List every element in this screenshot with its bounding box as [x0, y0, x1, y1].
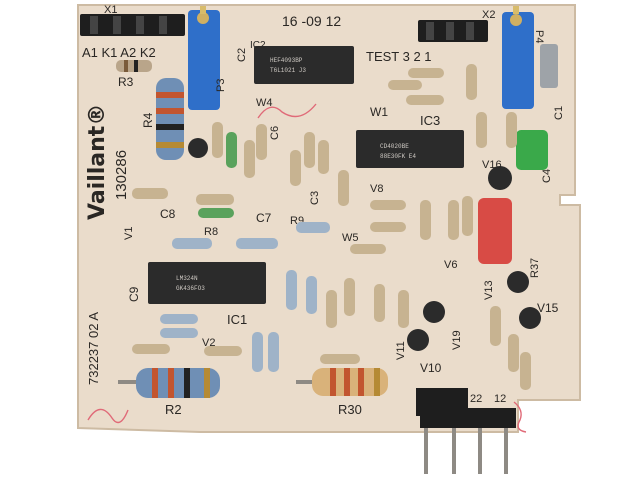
resistor-r4 [156, 78, 184, 160]
capacitor-c4 [516, 130, 548, 170]
label-r30: R30 [338, 402, 362, 417]
label-ic1: IC1 [227, 312, 247, 327]
label-w1: W1 [370, 105, 388, 119]
label-r37: R37 [529, 258, 541, 278]
header-x1 [80, 14, 185, 36]
label-c4: C4 [541, 169, 553, 183]
trimmer-p4 [502, 6, 534, 109]
label-v1: V1 [123, 227, 135, 240]
label-v6: V6 [444, 259, 457, 271]
label-c6: C6 [269, 126, 281, 140]
svg-text:GK436FO3: GK436FO3 [176, 285, 205, 292]
label-ic2: IC2 [250, 40, 266, 51]
label-v11: V11 [395, 341, 407, 360]
label-c2: C2 [236, 48, 248, 62]
small-resistors [132, 64, 531, 390]
label-x1: X1 [104, 4, 117, 16]
transistor-v11 [407, 329, 429, 351]
label-v19: V19 [451, 330, 463, 350]
label-w5: W5 [342, 232, 359, 244]
label-x2: X2 [482, 9, 495, 21]
serial-number: 732237 02 A [86, 312, 101, 385]
brand-logo: Vaillant® [85, 104, 110, 220]
label-ic3: IC3 [420, 113, 440, 128]
connector-bottom [416, 388, 516, 474]
date-code: 16 -09 12 [282, 13, 341, 29]
label-r4: R4 [141, 112, 155, 128]
transistor-v16 [488, 166, 512, 190]
chip-ic1: LM324N GK436FO3 [148, 262, 266, 304]
header-x2 [418, 20, 488, 42]
transistor-misc-1 [423, 301, 445, 323]
label-c1: C1 [553, 106, 565, 120]
label-v10: V10 [420, 361, 442, 375]
label-x2-pins: TEST 3 2 1 [366, 49, 432, 64]
chip-ic2: HEF4093BP T6L1021 J3 [254, 46, 354, 84]
resistor-r30 [296, 368, 388, 396]
label-v15: V15 [537, 301, 559, 315]
capacitor-red [478, 198, 512, 264]
label-p3: P3 [215, 79, 227, 92]
svg-text:LM324N: LM324N [176, 275, 198, 282]
transistor-v15 [519, 307, 541, 329]
label-12: 12 [494, 393, 506, 405]
label-r3: R3 [118, 75, 134, 89]
label-r2: R2 [165, 402, 182, 417]
pcb-board [77, 4, 581, 433]
transistor-v13 [507, 271, 529, 293]
svg-text:T6L1021 J3: T6L1021 J3 [270, 67, 306, 74]
transistor-misc-2 [188, 138, 208, 158]
svg-text:CD4020BE: CD4020BE [380, 143, 409, 150]
label-c7: C7 [256, 211, 272, 225]
trimmer-p3 [188, 6, 220, 110]
capacitor-c1 [540, 44, 558, 88]
chip-ic3: CD4020BE 88E30FK E4 [356, 130, 464, 168]
label-v16: V16 [482, 159, 502, 171]
label-x1-pins: A1 K1 A2 K2 [82, 45, 156, 60]
label-v8: V8 [370, 183, 383, 195]
svg-text:HEF4093BP: HEF4093BP [270, 57, 303, 64]
label-c3: C3 [309, 191, 321, 205]
label-p4: P4 [533, 30, 545, 43]
label-22: 22 [470, 393, 482, 405]
part-number: 130286 [113, 150, 130, 200]
resistor-r3 [116, 60, 152, 72]
label-c8: C8 [160, 207, 176, 221]
label-r8: R8 [204, 226, 218, 238]
svg-text:88E30FK E4: 88E30FK E4 [380, 153, 416, 160]
resistor-r2 [118, 368, 220, 398]
label-w4: W4 [256, 97, 273, 109]
label-v13: V13 [483, 280, 495, 300]
label-c9: C9 [127, 286, 141, 302]
marker-scribbles [87, 103, 527, 433]
